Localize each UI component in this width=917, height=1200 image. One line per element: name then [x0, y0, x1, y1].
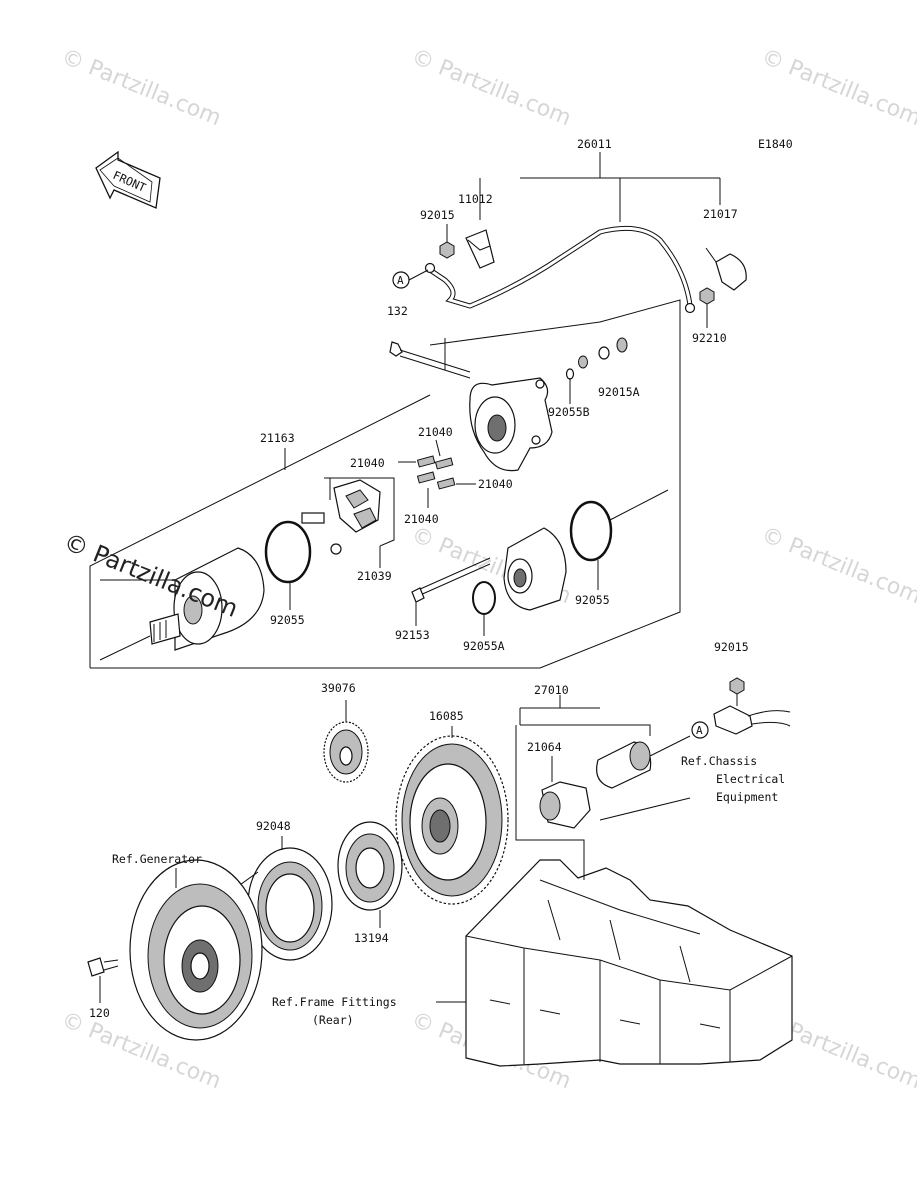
part-label-39076: 39076	[321, 681, 356, 695]
ref-chassis-line-1: Ref.Chassis	[681, 754, 757, 768]
part-label-21163: 21163	[260, 431, 295, 445]
watermark: © Partzilla.com	[58, 44, 225, 131]
part-label-21017: 21017	[703, 207, 738, 221]
part-label-21040: 21040	[418, 425, 453, 439]
watermark: © Partzilla.com	[408, 44, 575, 131]
part-label-120: 120	[89, 1006, 110, 1020]
part-label-92015: 92015	[420, 208, 455, 222]
diagram-code: E1840	[758, 137, 793, 151]
watermark: © Partzilla.com	[758, 522, 917, 609]
part-label-92048: 92048	[256, 819, 291, 833]
part-label-16085: 16085	[429, 709, 464, 723]
part-label-92015a: 92015A	[598, 385, 640, 399]
ref-chassis-line-2: Electrical	[716, 772, 785, 786]
part-label-92055: 92055	[270, 613, 305, 627]
part-label-21040: 21040	[404, 512, 439, 526]
part-label-21039: 21039	[357, 569, 392, 583]
part-label-21040: 21040	[350, 456, 385, 470]
gear-assembly	[87, 721, 509, 1041]
part-label-21064: 21064	[527, 740, 562, 754]
part-label-92153: 92153	[395, 628, 430, 642]
ref-frame-fittings-line-1: Ref.Frame Fittings	[272, 995, 397, 1009]
part-label-13194: 13194	[354, 931, 389, 945]
part-label-21040: 21040	[478, 477, 513, 491]
front-arrow-icon: FRONT	[95, 150, 161, 209]
frame-fitting-rear	[436, 859, 793, 1067]
part-label-92055b: 92055B	[548, 405, 590, 419]
ref-chassis-line-3: Equipment	[716, 790, 778, 804]
part-label-11012: 11012	[458, 192, 493, 206]
ref-generator: Ref.Generator	[112, 852, 202, 866]
starter-cable-assembly: A	[392, 152, 747, 314]
part-label-27010: 27010	[534, 683, 569, 697]
starter-relay-assembly: A	[515, 677, 791, 860]
ref-frame-fittings-line-2: (Rear)	[312, 1013, 354, 1027]
marker-a: A	[397, 274, 404, 287]
marker-a: A	[696, 724, 703, 737]
part-label-132: 132	[387, 304, 408, 318]
part-label-92210: 92210	[692, 331, 727, 345]
part-label-26011: 26011	[577, 137, 612, 151]
part-label-92015: 92015	[714, 640, 749, 654]
part-label-92055: 92055	[575, 593, 610, 607]
watermark: © Partzilla.com	[758, 44, 917, 131]
part-label-92055a: 92055A	[463, 639, 505, 653]
starter-motor-assembly	[89, 299, 681, 669]
